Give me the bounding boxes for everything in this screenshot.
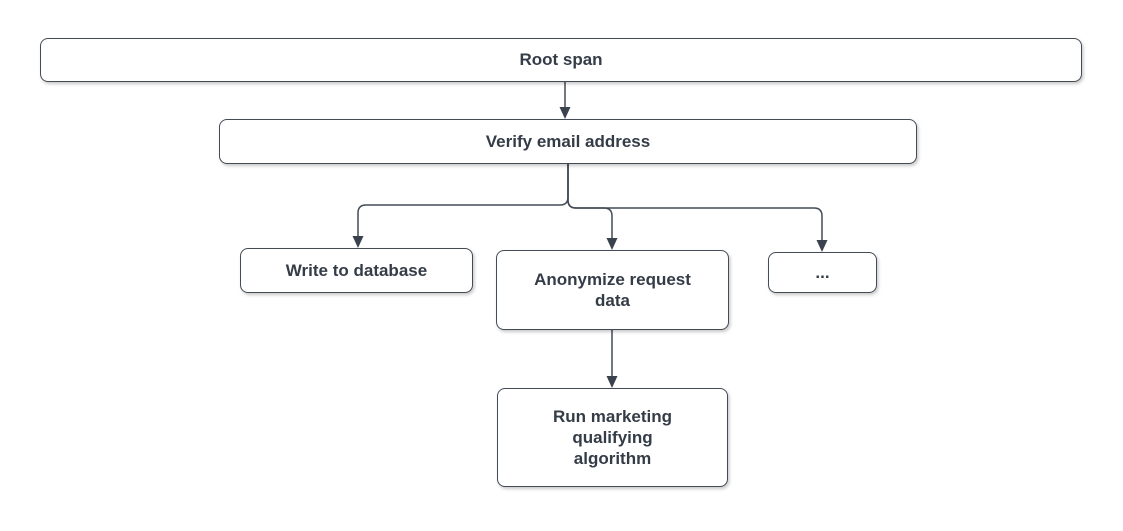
node-ellipsis: ... bbox=[768, 252, 877, 293]
node-ellipsis-label: ... bbox=[815, 262, 830, 282]
node-write-to-database: Write to database bbox=[240, 248, 473, 293]
arrowhead-icon bbox=[606, 238, 618, 250]
node-root-span-label: Root span bbox=[519, 50, 603, 70]
arrowhead-icon bbox=[352, 236, 364, 248]
arrowhead-icon bbox=[606, 376, 618, 388]
node-write-to-database-label: Write to database bbox=[285, 260, 428, 280]
node-root-span: Root span bbox=[40, 38, 1082, 82]
edge-verify-to-anonymize bbox=[567, 163, 613, 240]
node-run-marketing-qualifying-algorithm-label: Run marketing qualifying algorithm bbox=[552, 406, 673, 469]
arrowhead-icon bbox=[559, 107, 571, 119]
node-verify-email-address: Verify email address bbox=[219, 119, 917, 164]
node-run-marketing-qualifying-algorithm: Run marketing qualifying algorithm bbox=[497, 388, 728, 487]
edge-verify-to-ellipsis bbox=[567, 163, 823, 242]
node-anonymize-request-data-label: Anonymize request data bbox=[534, 269, 691, 310]
edge-verify-to-write-db bbox=[357, 163, 569, 238]
node-anonymize-request-data: Anonymize request data bbox=[496, 250, 729, 330]
arrowhead-icon bbox=[816, 240, 828, 252]
node-verify-email-address-label: Verify email address bbox=[485, 131, 651, 151]
